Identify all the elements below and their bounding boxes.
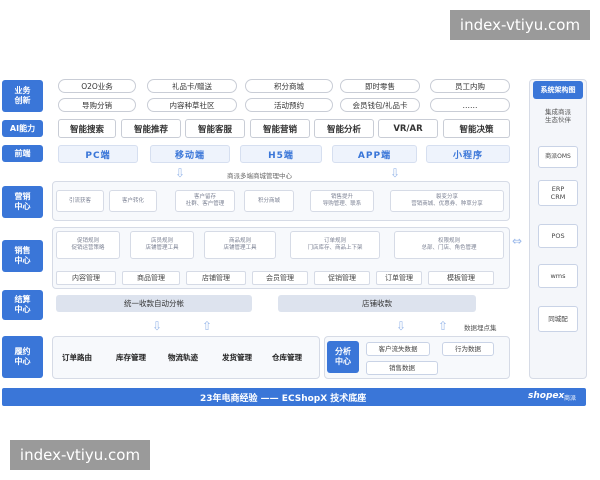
frontend-item: 小程序 — [426, 145, 510, 163]
business-item: O2O业务 — [58, 79, 136, 93]
ai-item: 智能搜索 — [58, 119, 116, 138]
sales-card: 订单规则门店库存、商品上下架 — [290, 231, 380, 259]
sales-module: 促销管理 — [314, 271, 370, 285]
sales-center-label: 销售 中心 — [2, 240, 43, 272]
ai-item: VR/AR — [378, 119, 438, 138]
ecosystem-item: 同城配 — [538, 306, 578, 332]
ai-capability-label: AI能力 — [2, 120, 43, 137]
business-item: …… — [430, 98, 510, 112]
sales-card: 商品规则店铺管理工具 — [204, 231, 276, 259]
watermark-top: index-vtiyu.com — [450, 10, 590, 40]
arrow-up-icon: ⇧ — [438, 319, 449, 333]
ecosystem-item: wms — [538, 264, 578, 288]
arrow-down-icon: ⇩ — [390, 166, 401, 180]
business-item: 内容种草社区 — [147, 98, 237, 112]
ai-item: 智能决策 — [443, 119, 510, 138]
arrow-left-right-icon: ⇔ — [512, 234, 523, 248]
sales-module: 商品管理 — [122, 271, 180, 285]
footer-text: 23年电商经验 —— ECShopX 技术底座 — [200, 394, 367, 404]
fulfillment-item: 库存管理 — [116, 353, 146, 362]
frontend-item: 移动端 — [150, 145, 230, 163]
sales-card: 店员规则店铺管理工具 — [130, 231, 194, 259]
marketing-card: 引流获客 — [56, 190, 104, 212]
frontend-label: 前端 — [2, 145, 43, 162]
analysis-item: 客户流失数据 — [366, 342, 430, 356]
marketing-card: 客户转化 — [109, 190, 157, 212]
business-item: 积分商城 — [245, 79, 333, 93]
ecosystem-subtitle: 集成商派 生态伙伴 — [545, 108, 571, 124]
marketing-center-label: 营销 中心 — [2, 186, 43, 218]
frontend-item: APP端 — [332, 145, 417, 163]
arrow-down-icon: ⇩ — [152, 319, 163, 333]
data-caption: 数据埋点集 — [464, 324, 497, 332]
ai-item: 智能分析 — [314, 119, 374, 138]
settlement-center-label: 结算 中心 — [2, 290, 43, 320]
sales-module: 模板管理 — [428, 271, 494, 285]
middle-caption: 商派多端商城管理中心 — [227, 172, 292, 180]
marketing-card: 裂变分享营销商城、优惠券、种草分享 — [390, 190, 504, 212]
business-item: 员工内购 — [430, 79, 510, 93]
analysis-center-label: 分析 中心 — [327, 341, 359, 373]
arrow-down-icon: ⇩ — [396, 319, 407, 333]
fulfillment-item: 发货管理 — [222, 353, 252, 362]
marketing-card: 积分商城 — [244, 190, 294, 212]
business-item: 礼品卡/赠送 — [147, 79, 237, 93]
arrow-down-icon: ⇩ — [175, 166, 186, 180]
frontend-item: PC端 — [58, 145, 138, 163]
ai-item: 智能推荐 — [121, 119, 181, 138]
ai-item: 智能营销 — [250, 119, 310, 138]
fulfillment-item: 物流轨迹 — [168, 353, 198, 362]
sales-module: 订单管理 — [376, 271, 422, 285]
footer-brand: shopex — [528, 391, 565, 401]
marketing-card: 客户留存社群、客户管理 — [175, 190, 235, 212]
sales-module: 店铺管理 — [186, 271, 246, 285]
fulfillment-item: 仓库管理 — [272, 353, 302, 362]
fulfillment-center-label: 履约 中心 — [2, 336, 43, 378]
business-item: 导购分销 — [58, 98, 136, 112]
analysis-item: 销售数据 — [366, 361, 438, 375]
business-innovation-label: 业务 创新 — [2, 80, 43, 112]
system-architecture-title: 系统架构图 — [533, 81, 583, 99]
arrow-up-icon: ⇧ — [202, 319, 213, 333]
ecosystem-item: 商派OMS — [538, 146, 578, 168]
fulfillment-item: 订单路由 — [62, 353, 92, 362]
business-item: 活动预约 — [245, 98, 333, 112]
business-item: 会员钱包/礼品卡 — [340, 98, 420, 112]
fulfillment-panel — [52, 336, 320, 379]
sales-card: 权限规则总部、门店、角色管理 — [394, 231, 504, 259]
business-item: 即时零售 — [340, 79, 420, 93]
sales-module: 内容管理 — [56, 271, 116, 285]
frontend-item: H5端 — [240, 145, 322, 163]
watermark-bottom: index-vtiyu.com — [10, 440, 150, 470]
ecosystem-item: ERP CRM — [538, 180, 578, 206]
settlement-item: 店铺收款 — [278, 295, 476, 312]
settlement-item: 统一收款自动分帐 — [56, 295, 252, 312]
ai-item: 智能客服 — [185, 119, 245, 138]
marketing-card: 销售提升导购管理、联系 — [310, 190, 374, 212]
sales-module: 会员管理 — [252, 271, 308, 285]
sales-card: 促销规则促销运营策略 — [56, 231, 120, 259]
footer-brand-sub: 商派 — [564, 395, 577, 402]
footer-bar — [2, 388, 586, 406]
analysis-item: 行为数据 — [442, 342, 494, 356]
ecosystem-item: POS — [538, 224, 578, 248]
